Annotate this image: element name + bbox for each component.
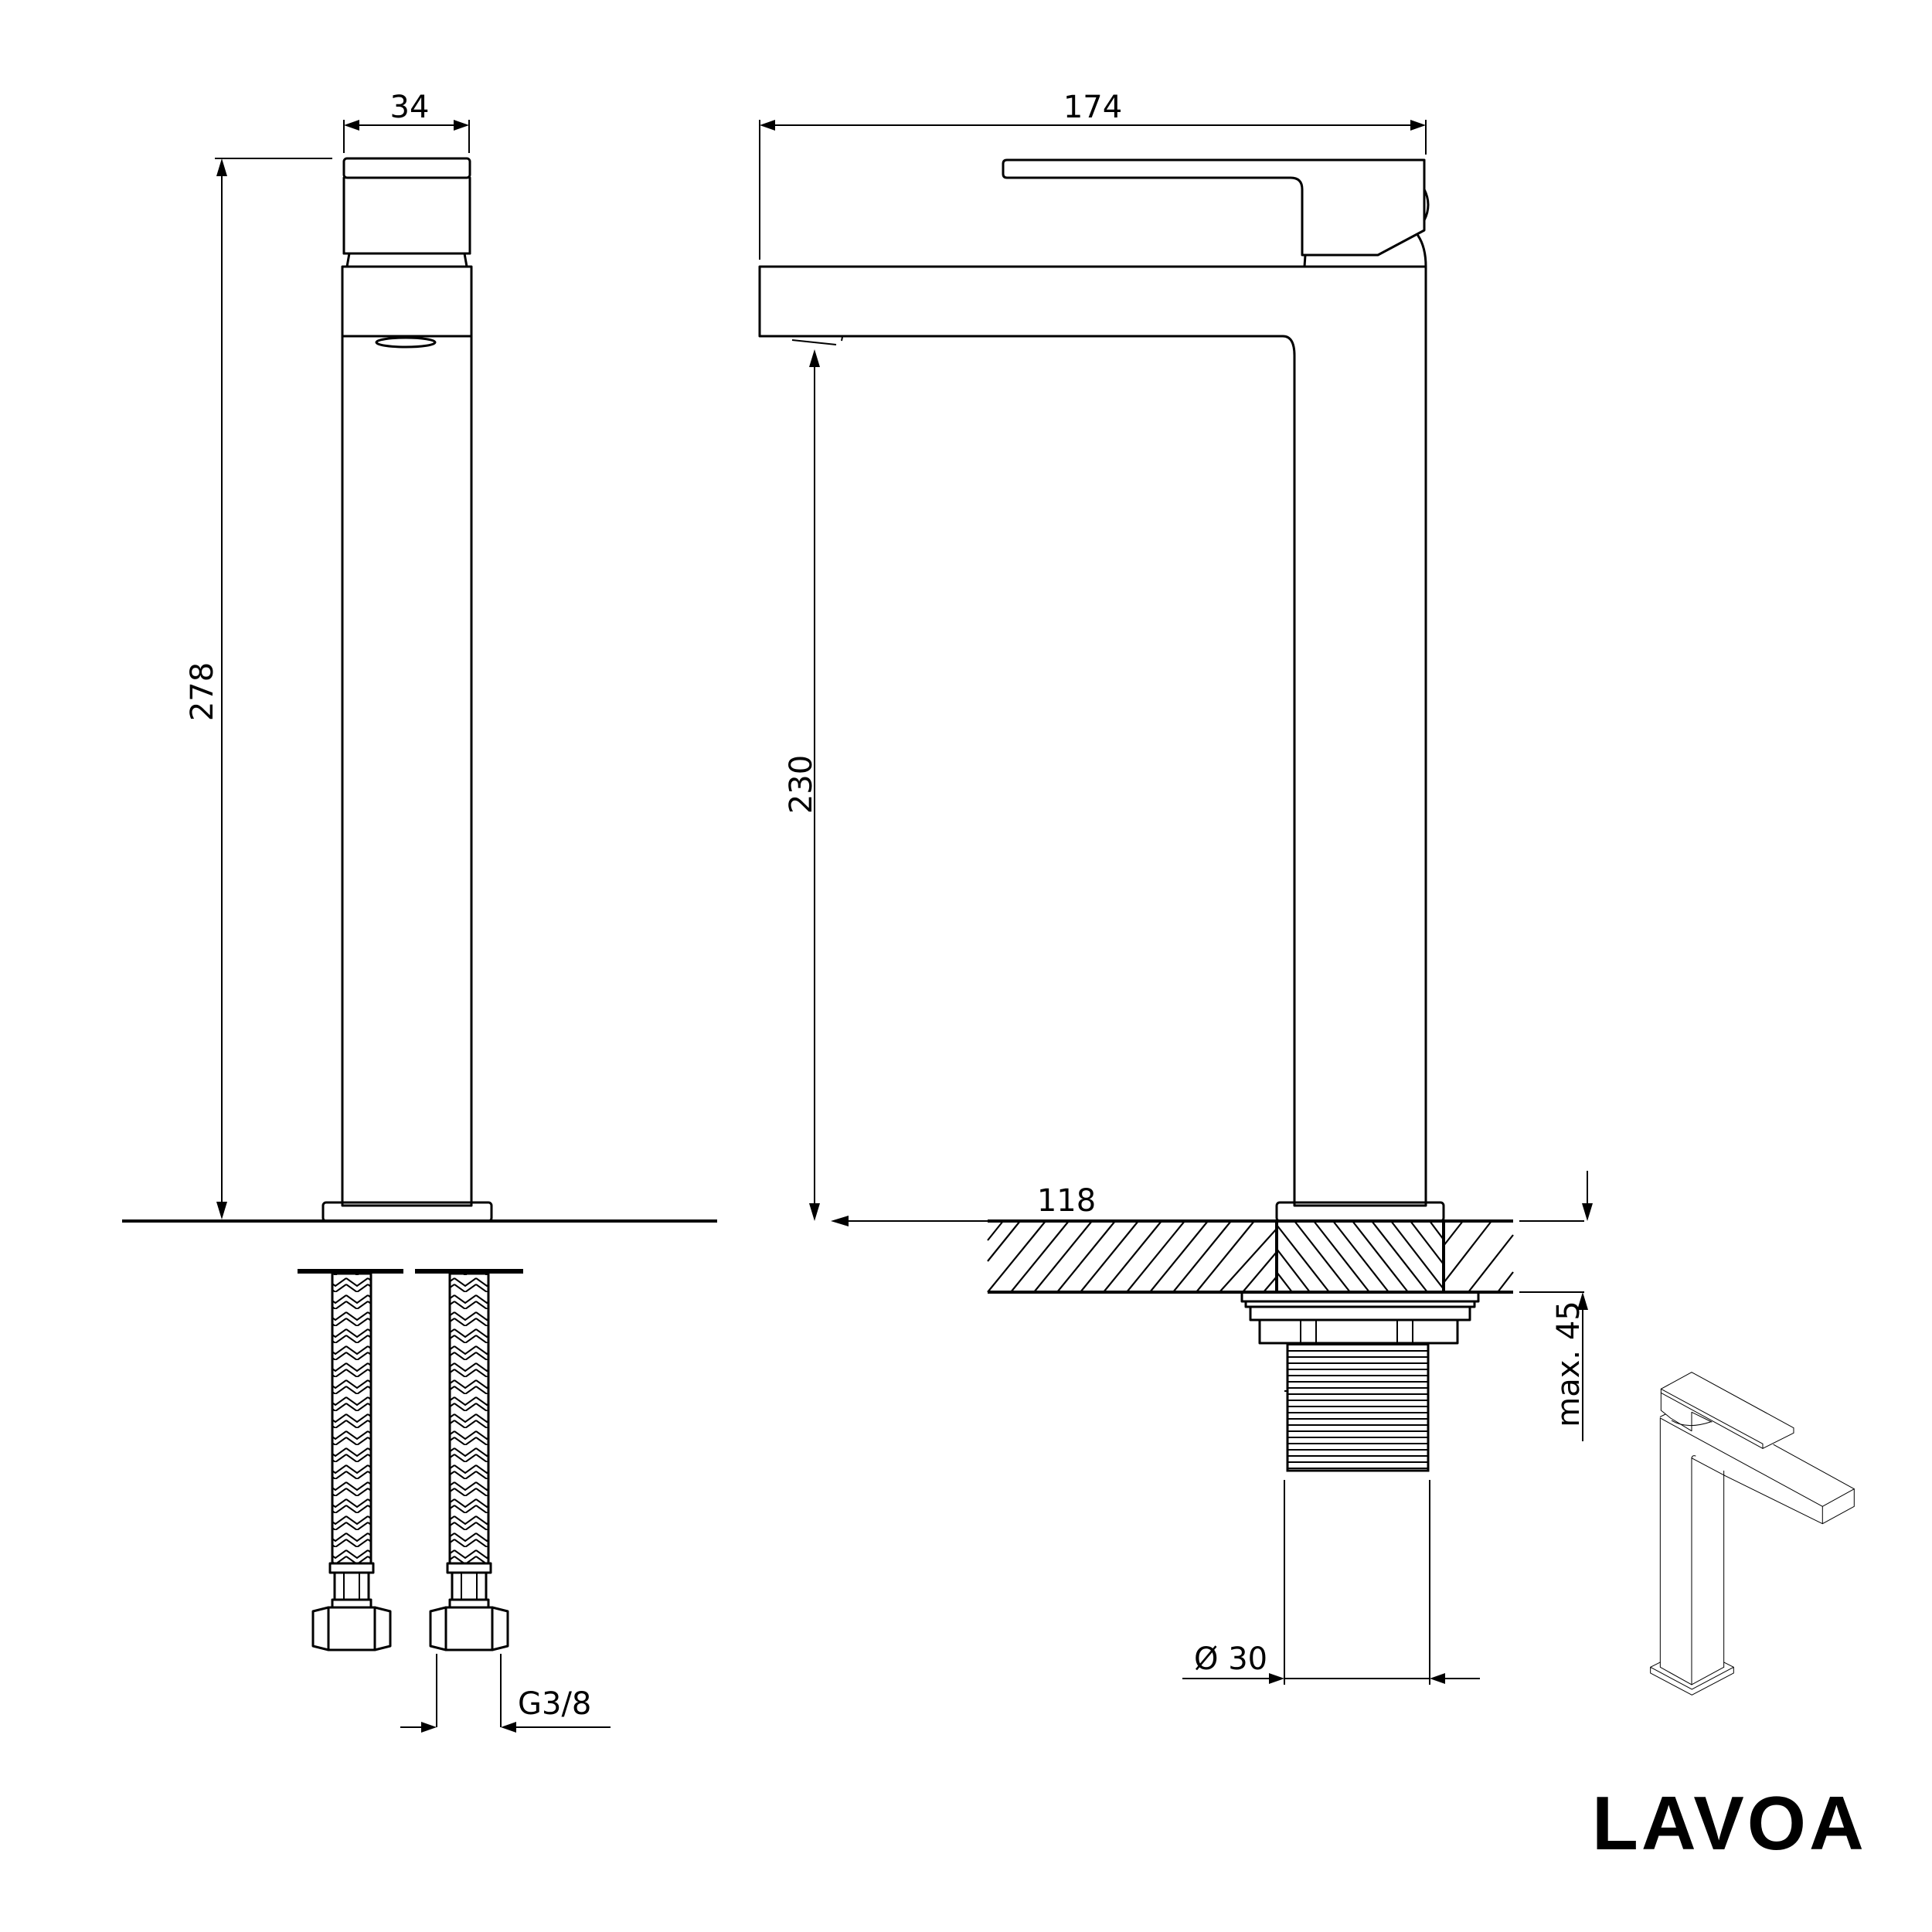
dimension-label-width: 34	[390, 90, 430, 125]
dimension-total-height: 278	[185, 158, 332, 1219]
brand-logo: LAVOA	[1592, 1781, 1867, 1866]
front-view: 34 278	[122, 90, 717, 1223]
dimension-label-spout-reach: 118	[1037, 1183, 1096, 1219]
dimension-total-length: 174	[759, 90, 1427, 260]
dimension-mounting-hole: Ø 30	[1182, 1480, 1480, 1685]
mounting-hardware	[1240, 1291, 1480, 1472]
isometric-view	[1650, 1372, 1855, 1696]
dimension-max-counter-thickness: max. 45	[1551, 1171, 1593, 1441]
dimension-label-max-counter-thickness: max. 45	[1551, 1301, 1587, 1427]
dimension-connection-thread: G3/8	[400, 1654, 611, 1733]
dimension-label-total-length: 174	[1063, 90, 1122, 125]
hose-right	[415, 1269, 523, 1651]
dimension-label-connection-thread: G3/8	[518, 1686, 591, 1722]
hose-left	[298, 1269, 403, 1651]
supply-hoses: G3/8	[298, 1269, 611, 1733]
dimension-label-mounting-hole: Ø 30	[1194, 1641, 1267, 1677]
dimension-label-total-height: 278	[185, 662, 220, 721]
dimension-spout-height: 230	[784, 349, 820, 1221]
dimension-width: 34	[343, 90, 470, 153]
side-view: 174 230 118	[758, 90, 1593, 1685]
dimension-label-spout-height: 230	[784, 755, 819, 814]
countertop-section	[987, 1219, 1584, 1294]
